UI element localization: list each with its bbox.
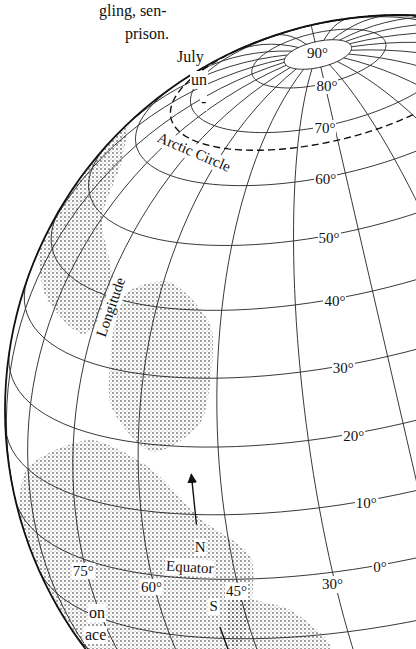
longitude-number: 30° bbox=[321, 576, 344, 593]
latitude-number: 90° bbox=[306, 45, 329, 62]
grid-line bbox=[28, 65, 287, 649]
latitude-number: 0° bbox=[372, 559, 388, 576]
grid-line bbox=[273, 35, 306, 45]
latitude-number: 40° bbox=[323, 293, 346, 310]
grid-line bbox=[351, 42, 416, 321]
latitude-number: 70° bbox=[313, 120, 336, 137]
land-shading bbox=[17, 75, 330, 649]
polar-cap bbox=[284, 40, 351, 70]
page-text: July bbox=[176, 48, 205, 66]
grid-line bbox=[24, 128, 416, 379]
grid-line bbox=[351, 50, 416, 562]
latitude-number: 60° bbox=[314, 171, 337, 188]
grid-line bbox=[51, 79, 416, 310]
latitude-number: 20° bbox=[342, 428, 365, 445]
grid-line bbox=[340, 17, 416, 40]
grid-line bbox=[321, 67, 416, 649]
latitude-number: 10° bbox=[355, 495, 378, 512]
grid-line bbox=[39, 395, 416, 639]
direction-letter: S bbox=[208, 598, 218, 615]
grid-line bbox=[350, 33, 416, 114]
circle-name: Arctic Circle bbox=[154, 129, 234, 176]
page-text: gling, sen- bbox=[98, 2, 168, 20]
latitude-number: 80° bbox=[315, 78, 338, 95]
grid-line bbox=[329, 65, 416, 649]
direction-letter: N bbox=[194, 539, 207, 556]
longitude-number: 45° bbox=[225, 583, 248, 600]
graticule bbox=[5, 15, 416, 649]
page-text: on bbox=[88, 604, 106, 622]
page-text: ace bbox=[84, 626, 107, 644]
page-text: - bbox=[200, 93, 207, 111]
land-area bbox=[109, 281, 213, 452]
grid-line bbox=[124, 543, 416, 649]
grid-line bbox=[15, 321, 416, 579]
grid-line bbox=[5, 251, 416, 515]
grid-line bbox=[337, 62, 416, 649]
longitude-number: 60° bbox=[140, 579, 163, 596]
grid-line bbox=[75, 469, 416, 649]
globe-ground bbox=[5, 15, 416, 649]
grid-line bbox=[9, 185, 416, 447]
grid-line bbox=[89, 42, 416, 246]
latitude-number: 30° bbox=[332, 360, 355, 377]
grid-line bbox=[190, 17, 416, 133]
page-text: prison. bbox=[124, 25, 170, 43]
page-text: un bbox=[190, 71, 208, 89]
globe-outline bbox=[5, 15, 416, 649]
grid-line bbox=[136, 19, 416, 186]
line-name: Longitude bbox=[92, 275, 129, 341]
grid-line bbox=[35, 59, 285, 259]
direction-arrow bbox=[220, 627, 232, 649]
grid-line bbox=[6, 62, 284, 499]
grid-line bbox=[138, 69, 348, 649]
arctic-circle-line bbox=[170, 15, 416, 150]
line-name: Equator bbox=[164, 558, 214, 577]
latitude-number: 50° bbox=[318, 230, 341, 247]
direction-arrow bbox=[191, 474, 196, 524]
longitude-number: 75° bbox=[72, 563, 95, 580]
